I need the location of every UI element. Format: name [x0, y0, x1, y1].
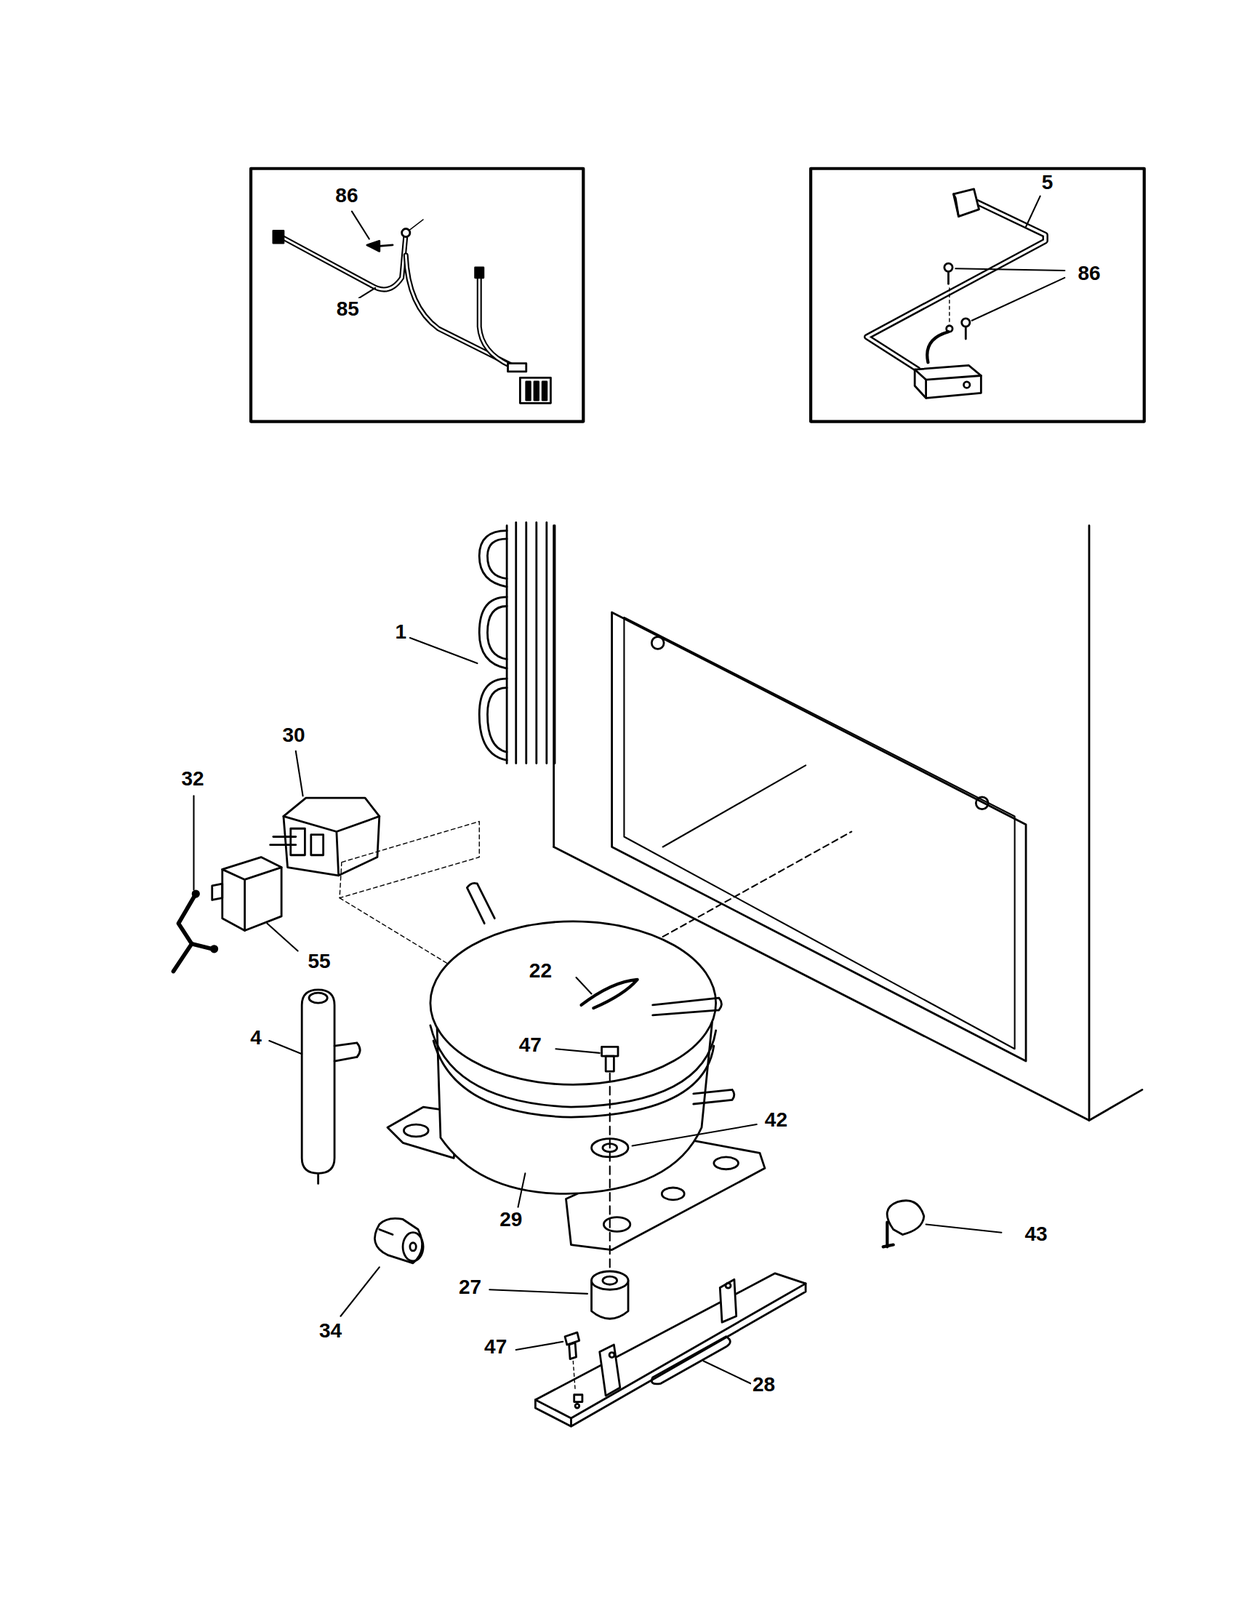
grommet [591, 1270, 629, 1319]
leader-line [632, 1124, 757, 1146]
bolt [602, 1046, 618, 1071]
relay [270, 797, 380, 876]
callout-number: 22 [527, 959, 554, 983]
callout-number: 47 [482, 1335, 509, 1359]
callout-number: 43 [1023, 1222, 1050, 1246]
compressor [387, 882, 765, 1250]
callout-number: 42 [763, 1108, 789, 1132]
leader-line [1025, 196, 1041, 227]
callout-number: 85 [335, 298, 361, 321]
callout-number: 4 [248, 1026, 264, 1050]
callout-number: 5 [1040, 171, 1055, 195]
mounting-outline [339, 897, 449, 965]
leader-line [518, 1172, 526, 1207]
callout-number: 28 [751, 1373, 777, 1396]
mounting-outline [339, 820, 480, 898]
tube-clamp [883, 1200, 925, 1247]
leader-line [972, 277, 1066, 321]
leader-line [926, 1223, 1002, 1232]
callout-number: 47 [517, 1033, 544, 1057]
leader-line [410, 637, 478, 664]
callout-number: 86 [333, 184, 360, 208]
center-line [572, 1360, 576, 1389]
grommet [374, 1217, 424, 1263]
leader-line [295, 751, 304, 797]
leader-line [192, 795, 195, 890]
leader-line [703, 1360, 752, 1383]
leader-line [351, 211, 370, 240]
center-line [609, 1073, 611, 1296]
callout-number: 29 [498, 1208, 524, 1231]
leader-line [359, 287, 376, 299]
leader-line [955, 268, 1065, 271]
callout-number: 55 [306, 950, 332, 973]
overload-protector [212, 857, 282, 931]
screw [367, 240, 393, 251]
wire-harness [273, 219, 552, 403]
screw [944, 263, 970, 339]
leader-line [489, 1289, 588, 1294]
leader-line [516, 1341, 564, 1350]
callout-number: 1 [393, 620, 408, 644]
callout-number: 34 [317, 1319, 344, 1343]
wire-clip [581, 979, 638, 1008]
leader-line [555, 1048, 600, 1053]
bolt [564, 1331, 580, 1359]
callout-number: 27 [457, 1275, 483, 1299]
leader-line [266, 923, 298, 951]
callout-number: 30 [280, 724, 307, 747]
clip-wire [173, 890, 217, 972]
callout-number: 86 [1076, 262, 1102, 286]
callout-number: 32 [180, 767, 206, 791]
mounting-rail [535, 1273, 806, 1426]
inset-frame [810, 168, 1145, 422]
filter-drier [301, 989, 360, 1184]
power-cord [866, 189, 1045, 399]
leader-line [340, 1266, 379, 1316]
inset-frame [250, 168, 584, 422]
condenser-coil [479, 522, 555, 763]
leader-line [575, 977, 592, 994]
leader-line [269, 1040, 302, 1054]
